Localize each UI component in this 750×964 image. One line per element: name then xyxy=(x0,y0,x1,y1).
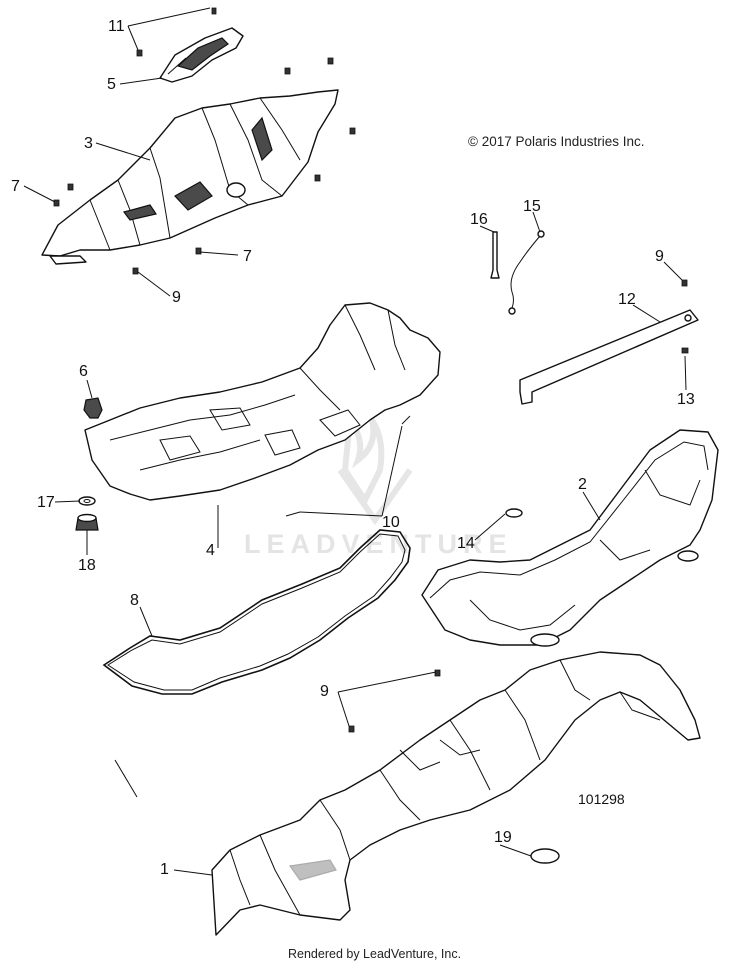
callout-12: 12 xyxy=(618,291,636,308)
callout-9-right: 9 xyxy=(655,248,664,265)
callout-10: 10 xyxy=(382,514,400,531)
callout-9-top: 9 xyxy=(172,289,181,306)
callout-18: 18 xyxy=(78,557,96,574)
part-6-grommet xyxy=(83,397,103,419)
part-8-seal xyxy=(102,529,411,695)
callout-16: 16 xyxy=(470,211,488,228)
copyright-text: © 2017 Polaris Industries Inc. xyxy=(468,134,645,149)
callout-11: 11 xyxy=(108,18,125,35)
leader-lines xyxy=(23,7,687,876)
callout-4: 4 xyxy=(206,542,215,559)
part-4-floor-tray xyxy=(84,302,441,501)
part-1-body-panel xyxy=(211,651,701,936)
part-2-storage-tub xyxy=(421,429,719,647)
callout-5: 5 xyxy=(107,76,116,93)
callout-7-left: 7 xyxy=(11,178,20,195)
part-17-washer xyxy=(78,496,96,506)
callout-1: 1 xyxy=(160,861,169,878)
callout-8: 8 xyxy=(130,592,139,609)
callout-13: 13 xyxy=(677,391,695,408)
part-12-strap xyxy=(519,309,699,405)
part-19-cap xyxy=(530,848,560,864)
callout-15: 15 xyxy=(523,198,541,215)
part-16-rivet xyxy=(490,231,500,279)
diagram-number: 101298 xyxy=(578,791,625,807)
watermark-logo-icon xyxy=(337,412,413,526)
callout-17: 17 xyxy=(37,494,55,511)
callout-6: 6 xyxy=(79,363,88,380)
callout-2: 2 xyxy=(578,476,587,493)
callout-19: 19 xyxy=(494,829,512,846)
fasteners-top xyxy=(53,7,689,733)
part-14-cap xyxy=(505,508,523,518)
part-5-cover xyxy=(159,27,244,83)
callouts: 11 5 3 7 7 9 16 15 9 12 13 6 17 18 4 10 … xyxy=(11,18,695,878)
part-10-pins xyxy=(285,415,411,517)
footer-credit: Rendered by LeadVenture, Inc. xyxy=(288,947,461,961)
callout-3: 3 xyxy=(84,135,93,152)
callout-7-bottom: 7 xyxy=(243,248,252,265)
callout-9-bottom: 9 xyxy=(320,683,329,700)
part-15-cable xyxy=(508,230,545,315)
callout-14: 14 xyxy=(457,535,475,552)
part-3-storage-cover xyxy=(41,89,339,265)
stray-leader xyxy=(114,759,138,798)
part-18-plug xyxy=(75,513,99,531)
